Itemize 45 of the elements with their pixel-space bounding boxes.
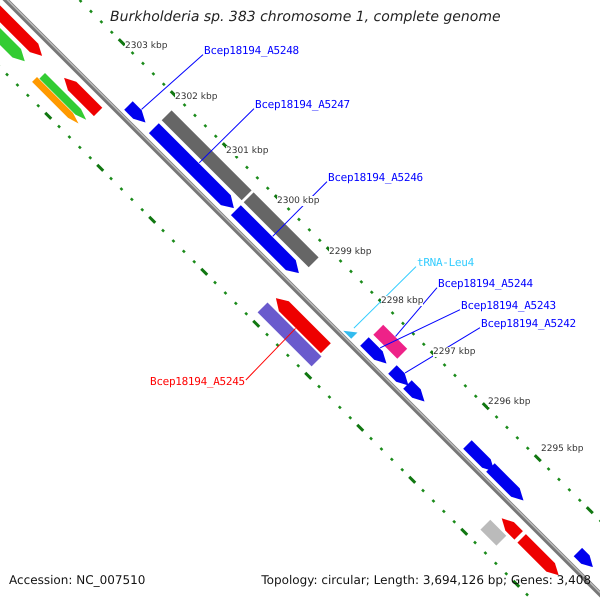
gene-bar [574,548,593,568]
gene-label: tRNA-Leu4 [417,257,474,270]
gene-bar [230,205,299,274]
leader-line [380,309,460,348]
gene-label: Bcep18194_A5245 [150,376,245,389]
gene-bar [463,440,494,472]
gene-label: Bcep18194_A5242 [481,318,576,331]
gene-label: Bcep18194_A5248 [204,45,299,58]
gene-bar [64,78,102,116]
gene-bar [162,110,252,200]
leader-line [395,287,438,337]
gene-label: Bcep18194_A5243 [461,300,556,313]
gene-bar [39,73,86,120]
gene-bar [388,365,408,386]
gene-bar [124,101,146,122]
gene-label: Bcep18194_A5246 [328,172,423,185]
scale-label: 2297 kbp [433,347,476,358]
trna-marker [343,330,358,339]
gene-bar [244,192,319,268]
leader-line [198,108,254,164]
scale-label: 2296 kbp [488,397,530,408]
leader-line [353,266,416,329]
gene-label: Bcep18194_A5247 [255,99,350,112]
scale-label: 2302 kbp [175,92,218,102]
scale-label: 2303 kbp [125,41,168,52]
scale-label: 2301 kbp [226,146,268,156]
gene-bar [276,298,331,354]
gene-bar [480,520,506,546]
gene-bar [360,337,386,364]
scale-label: 2295 kbp [541,444,584,454]
gene-bar [258,302,322,366]
gene-bar [517,534,559,576]
gene-label: Bcep18194_A5244 [438,278,533,291]
leader-line [141,54,204,110]
leader-line [245,328,296,380]
scale-label: 2300 kbp [277,196,320,206]
gene-bar [486,463,524,500]
scale-label: 2298 kbp [381,296,424,306]
scale-label: 2299 kbp [329,247,372,258]
gene-bar [403,380,424,402]
gene-bar [502,518,523,540]
map-title: Burkholderia sp. 383 chromosome 1, complete genome [110,9,501,26]
footer-text: Accession: NC_007510 [9,574,146,588]
gene-bar [32,77,78,124]
gene-bar [373,324,408,359]
